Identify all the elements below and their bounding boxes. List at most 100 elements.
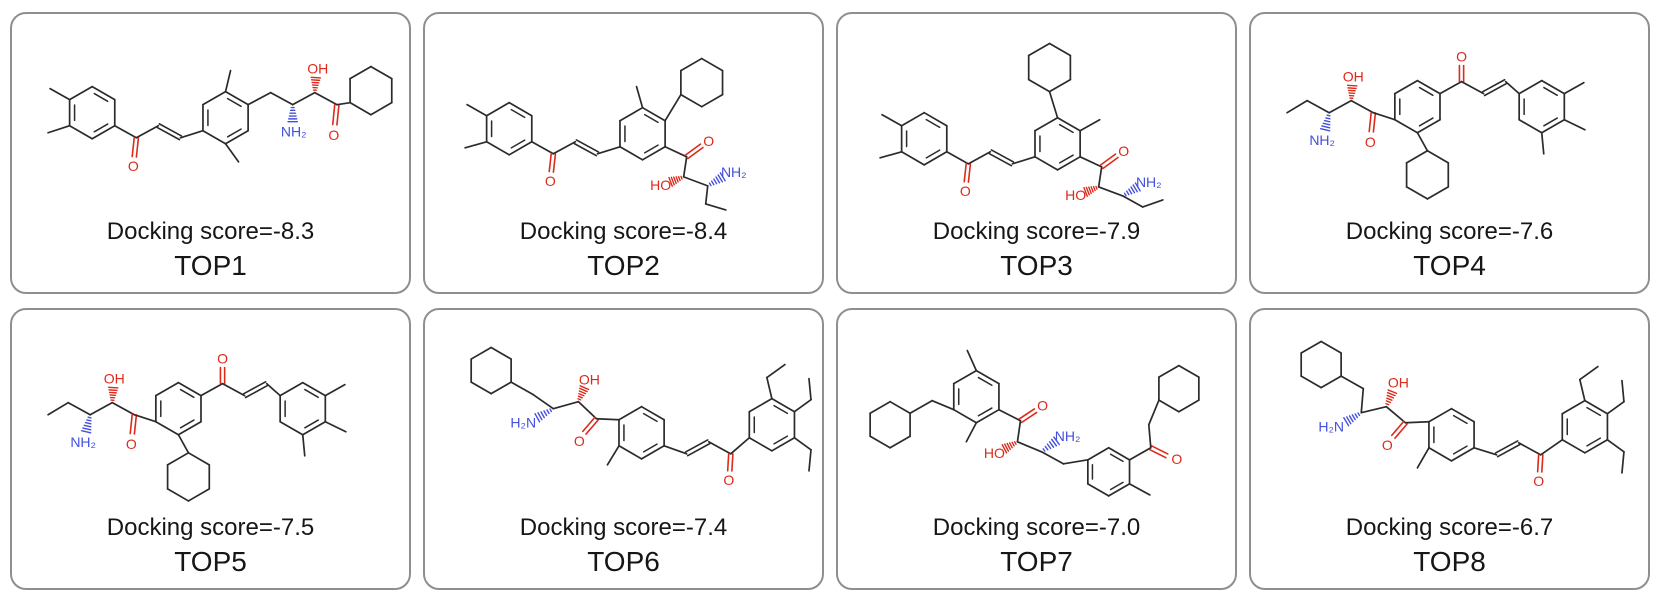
rank-label: TOP5 [174, 545, 247, 577]
atom-label: O [1382, 437, 1393, 453]
bond [975, 369, 1000, 385]
bond [900, 111, 926, 127]
bond [1097, 186, 1124, 197]
bond [187, 488, 211, 502]
bond [1306, 99, 1331, 114]
rank-label: TOP8 [1413, 545, 1486, 577]
bond [900, 150, 926, 166]
bond [1150, 445, 1169, 455]
bond [530, 140, 555, 155]
bond [179, 129, 204, 139]
bond [1130, 186, 1136, 194]
atom-label: O [126, 436, 137, 452]
bond [1346, 84, 1358, 87]
bond [729, 436, 751, 455]
bond [766, 376, 773, 400]
bond [673, 176, 677, 185]
bond [86, 419, 92, 422]
bond [1149, 448, 1167, 459]
bond [1348, 415, 1354, 423]
bond [47, 401, 69, 416]
bond [1394, 423, 1408, 439]
bond [1416, 118, 1441, 134]
atom-label: HO [984, 445, 1005, 461]
bond [166, 488, 190, 502]
bond [1386, 397, 1393, 401]
bond [1011, 155, 1036, 165]
bond [680, 93, 703, 108]
bond [606, 444, 620, 466]
bond [1286, 99, 1308, 114]
bond [1141, 199, 1164, 208]
bond [331, 103, 336, 126]
bond [1517, 441, 1542, 456]
bond [1621, 450, 1625, 474]
bond [336, 104, 340, 126]
bond [1343, 417, 1350, 427]
bond [1360, 387, 1365, 414]
atom-label: NH₂ [281, 124, 307, 140]
bond [324, 383, 346, 397]
bond [1008, 442, 1013, 449]
bond [1300, 340, 1323, 354]
bond [135, 137, 140, 158]
bond [675, 176, 679, 183]
bond [642, 412, 658, 423]
bond [619, 106, 644, 122]
bond [643, 113, 659, 124]
bond [1099, 153, 1117, 166]
bond [291, 91, 316, 106]
bond [301, 381, 327, 397]
bond [279, 381, 304, 397]
bond [1097, 165, 1103, 188]
bond [1090, 186, 1094, 193]
bond [1109, 453, 1124, 463]
bond [177, 433, 190, 454]
bond [923, 111, 948, 127]
bond [1494, 440, 1519, 454]
bond [1543, 86, 1558, 97]
bond [1132, 184, 1139, 193]
bond [244, 384, 269, 399]
bond [532, 393, 555, 410]
bond [1095, 185, 1098, 190]
bond [773, 435, 789, 445]
atom-label: NH₂ [1136, 174, 1162, 190]
bond [224, 69, 232, 93]
bond [889, 435, 911, 449]
bond [1086, 483, 1110, 497]
bond [1578, 365, 1599, 381]
bond [1128, 188, 1133, 195]
bond [923, 150, 948, 166]
bond [1372, 112, 1377, 133]
bond [619, 145, 644, 161]
atom-label: NH₂ [721, 164, 747, 180]
bond [1360, 405, 1388, 414]
bond [808, 448, 812, 472]
bond [1128, 483, 1151, 496]
rank-label: TOP3 [1000, 249, 1073, 281]
bond [49, 87, 71, 101]
atom-label: O [1037, 398, 1048, 414]
bond [1016, 440, 1043, 453]
docking-score-label: Docking score=-6.7 [1345, 514, 1554, 542]
bond [470, 346, 493, 360]
bond [642, 443, 658, 453]
bond [1006, 442, 1012, 451]
bond [1405, 149, 1429, 164]
bond [1540, 79, 1566, 95]
bond [1393, 79, 1419, 95]
bond [91, 124, 116, 140]
bond [1390, 420, 1405, 437]
bond [534, 412, 541, 423]
atom-label: O [1533, 473, 1544, 489]
bond [1079, 155, 1103, 168]
bond [1405, 186, 1429, 200]
bond [485, 101, 511, 117]
bond [1158, 399, 1180, 413]
bond [1426, 149, 1450, 164]
bond [1048, 90, 1059, 119]
